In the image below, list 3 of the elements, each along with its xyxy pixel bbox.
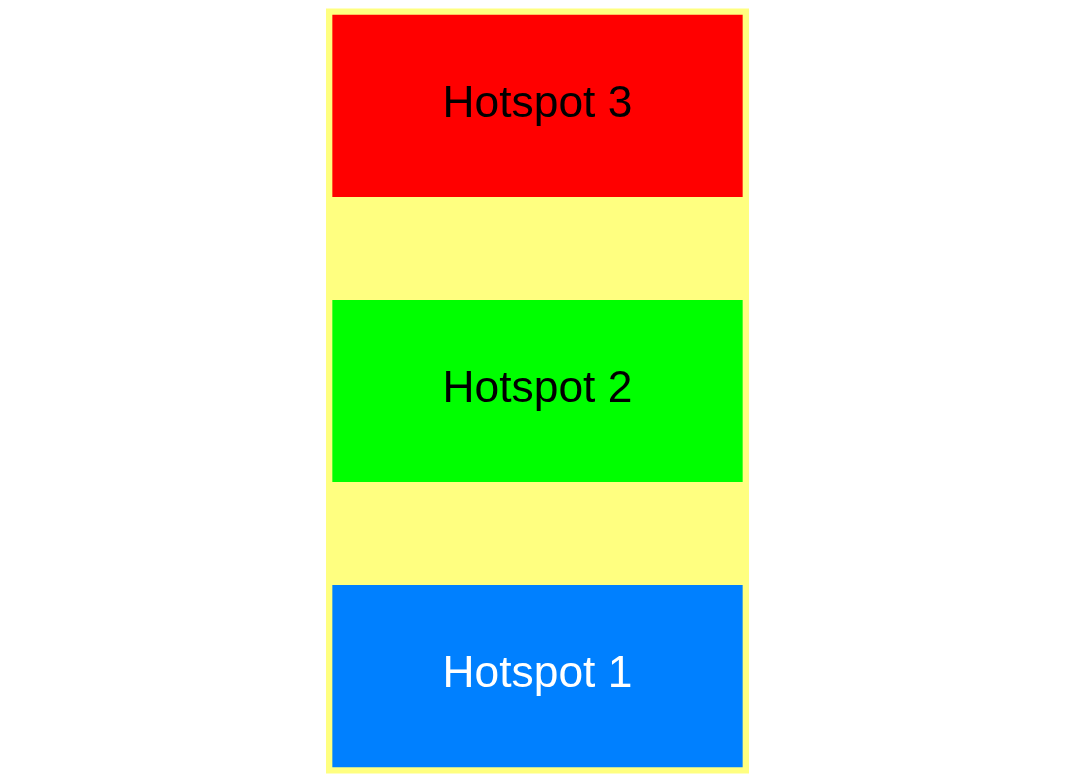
node-box: Hotspot 2 [332,299,743,483]
node-box: Hotspot 3 [332,14,743,197]
node-box: Hotspot 1 [332,585,743,768]
